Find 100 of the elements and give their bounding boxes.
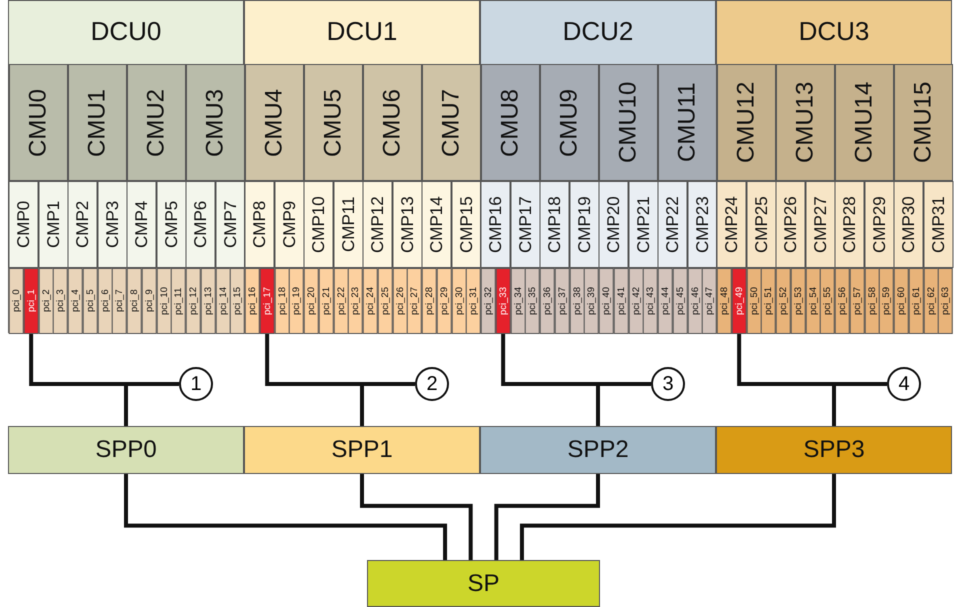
cmu-box: CMU1 (68, 64, 127, 181)
pci-slot: pci_21 (318, 268, 334, 334)
pci-slot: pci_16 (245, 268, 260, 334)
pci-slot: pci_36 (540, 268, 555, 334)
pci-slot: pci_60 (894, 268, 909, 334)
cmp-box: CMP20 (599, 181, 628, 268)
cmu-box: CMU11 (658, 64, 717, 181)
pci-slot: pci_14 (216, 268, 230, 334)
cmp-box: CMP18 (540, 181, 570, 268)
pci-slot: pci_17 (260, 268, 274, 334)
pci-slot: pci_47 (702, 268, 717, 334)
pci-slot: pci_4 (68, 268, 83, 334)
cmp-box: CMP30 (894, 181, 924, 268)
pci-slot: pci_20 (304, 268, 319, 334)
pci-slot: pci_48 (717, 268, 732, 334)
pci-slot: pci_61 (908, 268, 924, 334)
cmp-box: CMP2 (68, 181, 98, 268)
connector-line (265, 332, 417, 428)
pci-slot: pci_38 (570, 268, 584, 334)
pci-slot: pci_53 (790, 268, 806, 334)
cmp-box: CMP0 (9, 181, 38, 268)
cmp-box: CMP6 (186, 181, 216, 268)
group-title: DCU1 (326, 14, 398, 48)
pci-slot: pci_31 (466, 268, 481, 334)
pci-slot: pci_12 (186, 268, 201, 334)
connector-line (737, 332, 889, 428)
unit-panel (8, 0, 244, 333)
pci-slot: pci_10 (156, 268, 172, 334)
cmp-box: CMP3 (98, 181, 127, 268)
pci-slot: pci_28 (422, 268, 437, 334)
cmp-box: CMP5 (156, 181, 186, 268)
pci-slot: pci_11 (171, 268, 186, 334)
connector-line (494, 474, 600, 560)
pci-slot: pci_56 (835, 268, 850, 334)
cmu-box: CMU14 (835, 64, 894, 181)
pci-slot: pci_6 (98, 268, 112, 334)
group-title: DCU2 (562, 14, 634, 48)
pci-slot: pci_33 (496, 268, 510, 334)
pci-slot: pci_9 (142, 268, 156, 334)
cmu-box: CMU9 (540, 64, 599, 181)
cmp-box: CMP7 (216, 181, 245, 268)
pci-slot: pci_5 (82, 268, 98, 334)
cmu-box: CMU15 (894, 64, 953, 181)
spp-box: SPP3 (716, 426, 952, 474)
cmu-box: CMU4 (245, 64, 304, 181)
pci-slot: pci_1 (24, 268, 38, 334)
connector-line (501, 332, 653, 428)
connector-line (29, 332, 181, 428)
cmp-box: CMP12 (363, 181, 392, 268)
pci-slot: pci_55 (820, 268, 835, 334)
cmp-box: CMP21 (628, 181, 658, 268)
pci-slot: pci_51 (761, 268, 776, 334)
cmp-box: CMP15 (452, 181, 481, 268)
callout-number: 2 (415, 367, 449, 401)
spp-box: SPP0 (8, 426, 244, 474)
cmu-box: CMU6 (363, 64, 422, 181)
cmp-box: CMP23 (688, 181, 717, 268)
pci-slot: pci_52 (776, 268, 791, 334)
cmu-box: CMU2 (127, 64, 186, 181)
callout-number: 1 (179, 367, 213, 401)
pci-slot: pci_2 (38, 268, 54, 334)
connector-line (124, 474, 448, 560)
pci-slot: pci_26 (392, 268, 408, 334)
pci-slot: pci_37 (554, 268, 570, 334)
pci-slot: pci_58 (864, 268, 880, 334)
pci-slot: pci_3 (53, 268, 68, 334)
cmp-box: CMP4 (127, 181, 156, 268)
pci-slot: pci_49 (732, 268, 746, 334)
pci-slot: pci_62 (924, 268, 938, 334)
unit-panel (244, 0, 480, 333)
spp-box: SPP2 (480, 426, 716, 474)
pci-slot: pci_46 (688, 268, 702, 334)
pci-slot: pci_29 (436, 268, 452, 334)
pci-slot: pci_22 (334, 268, 348, 334)
pci-slot: pci_0 (9, 268, 24, 334)
group-title: DCU0 (90, 14, 162, 48)
unit-panel (716, 0, 952, 333)
pci-slot: pci_42 (628, 268, 644, 334)
pci-slot: pci_54 (806, 268, 820, 334)
pci-slot: pci_24 (363, 268, 378, 334)
cmu-box: CMU10 (599, 64, 658, 181)
cmu-box: CMU13 (776, 64, 835, 181)
cmp-box: CMP10 (304, 181, 334, 268)
cmp-box: CMP17 (510, 181, 540, 268)
pci-slot: pci_25 (378, 268, 392, 334)
pci-slot: pci_23 (348, 268, 363, 334)
pci-slot: pci_45 (672, 268, 688, 334)
cmu-box: CMU5 (304, 64, 363, 181)
pci-slot: pci_13 (200, 268, 216, 334)
cmp-box: CMP24 (717, 181, 746, 268)
cmp-box: CMP9 (274, 181, 304, 268)
pci-slot: pci_59 (879, 268, 894, 334)
pci-slot: pci_44 (658, 268, 673, 334)
pci-slot: pci_35 (525, 268, 540, 334)
pci-slot: pci_63 (938, 268, 953, 334)
callout-number: 4 (887, 367, 921, 401)
pci-slot: pci_41 (614, 268, 628, 334)
pci-slot: pci_30 (452, 268, 466, 334)
pci-slot: pci_27 (407, 268, 422, 334)
callout-number: 3 (651, 367, 685, 401)
